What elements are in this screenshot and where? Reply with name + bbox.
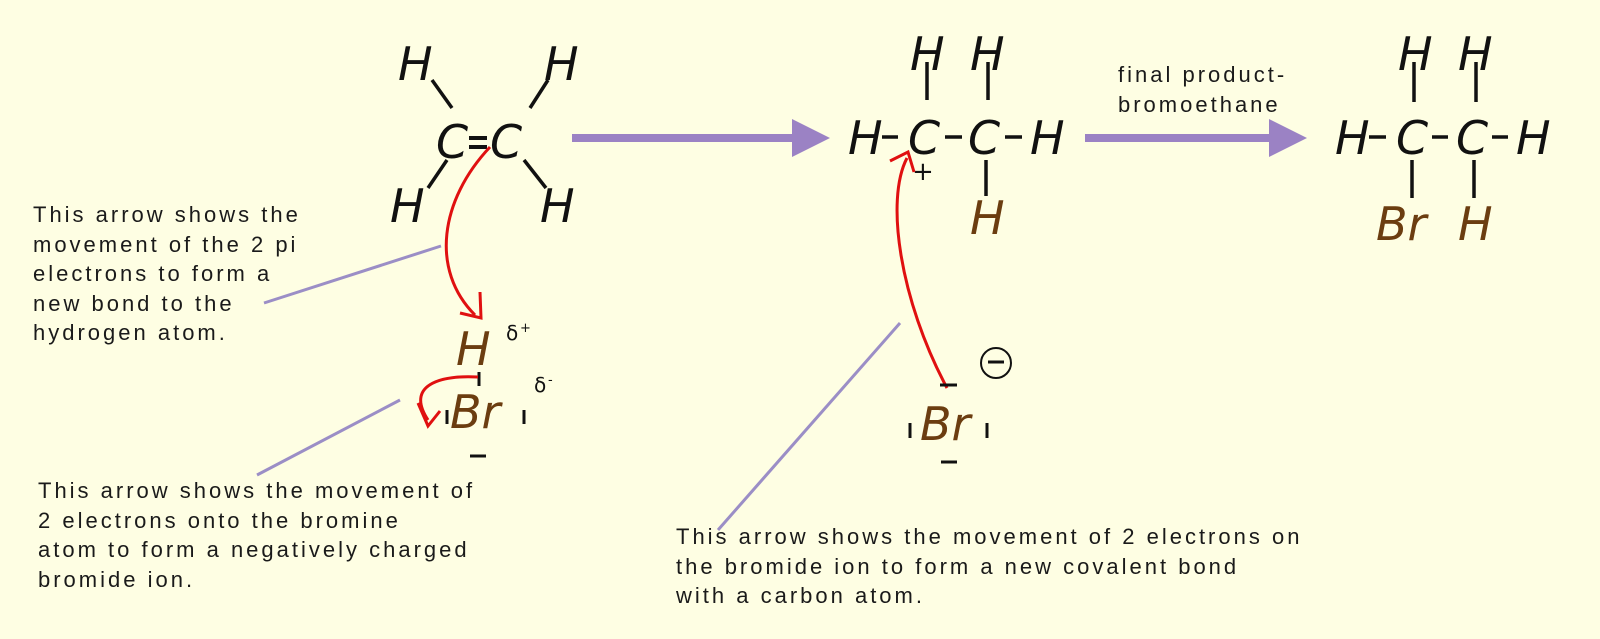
- atom-c: C: [968, 111, 1000, 165]
- atom-h: H: [398, 37, 433, 91]
- bond: [528, 79, 550, 109]
- annotation-bromine-electrons: This arrow shows the movement of 2 elect…: [38, 478, 476, 592]
- annotation-bromide-attack: This arrow shows the movement of 2 elect…: [676, 524, 1303, 608]
- positive-charge: +: [912, 157, 934, 187]
- pointer-line-pi: [263, 244, 442, 305]
- atom-h: H: [1030, 111, 1065, 165]
- atom-h: H: [1516, 111, 1551, 165]
- bromoethane-product: H H H C C H Br H: [1335, 27, 1551, 251]
- hbr-molecule: H δ + Br δ -: [445, 321, 553, 458]
- curly-arrow-bond-to-br: [419, 375, 479, 421]
- atom-h: H: [970, 191, 1005, 245]
- annotation-pi-electrons: This arrow shows the movement of the 2 p…: [33, 202, 301, 345]
- atom-c: C: [1456, 111, 1488, 165]
- arrow-label-line2: bromoethane: [1118, 92, 1281, 117]
- atom-br: Br: [920, 397, 974, 451]
- bond: [430, 78, 454, 110]
- bond: [522, 158, 548, 190]
- arrow-label-line1: final product-: [1118, 62, 1287, 87]
- atom-br: Br: [450, 385, 504, 439]
- atom-c: C: [436, 115, 468, 169]
- atom-c: C: [490, 115, 522, 169]
- atom-h: H: [1335, 111, 1370, 165]
- bond: [426, 159, 449, 189]
- delta-plus: δ: [506, 321, 518, 345]
- bromide-ion: Br: [908, 347, 1012, 464]
- pointer-line-bromide: [716, 322, 902, 531]
- atom-h: H: [544, 37, 579, 91]
- curly-arrow-head: [416, 402, 442, 429]
- atom-h: H: [390, 179, 425, 233]
- curly-arrow-head: [459, 291, 483, 320]
- atom-h: H: [848, 111, 883, 165]
- curly-arrow-bromide-attack: [895, 157, 949, 389]
- atom-h: H: [456, 322, 491, 376]
- delta-minus-sign: -: [548, 373, 553, 388]
- delta-plus-sign: +: [520, 321, 531, 336]
- pointer-line-bromine: [256, 398, 401, 477]
- curly-arrow-head: [889, 149, 916, 173]
- atom-c-cation: C: [908, 111, 940, 165]
- reaction-arrow-2: final product- bromoethane: [1085, 62, 1307, 157]
- minus-circle-icon: [980, 347, 1012, 379]
- atom-h: H: [1458, 197, 1493, 251]
- curly-arrow-pi-electrons: [444, 145, 492, 317]
- carbocation-intermediate: H H H C C H + H: [848, 27, 1065, 245]
- atom-c: C: [1396, 111, 1428, 165]
- atom-br: Br: [1376, 197, 1430, 251]
- reaction-arrow-1: [572, 119, 830, 157]
- ethene-molecule: H H C C H H: [390, 37, 579, 233]
- delta-minus: δ: [534, 373, 546, 397]
